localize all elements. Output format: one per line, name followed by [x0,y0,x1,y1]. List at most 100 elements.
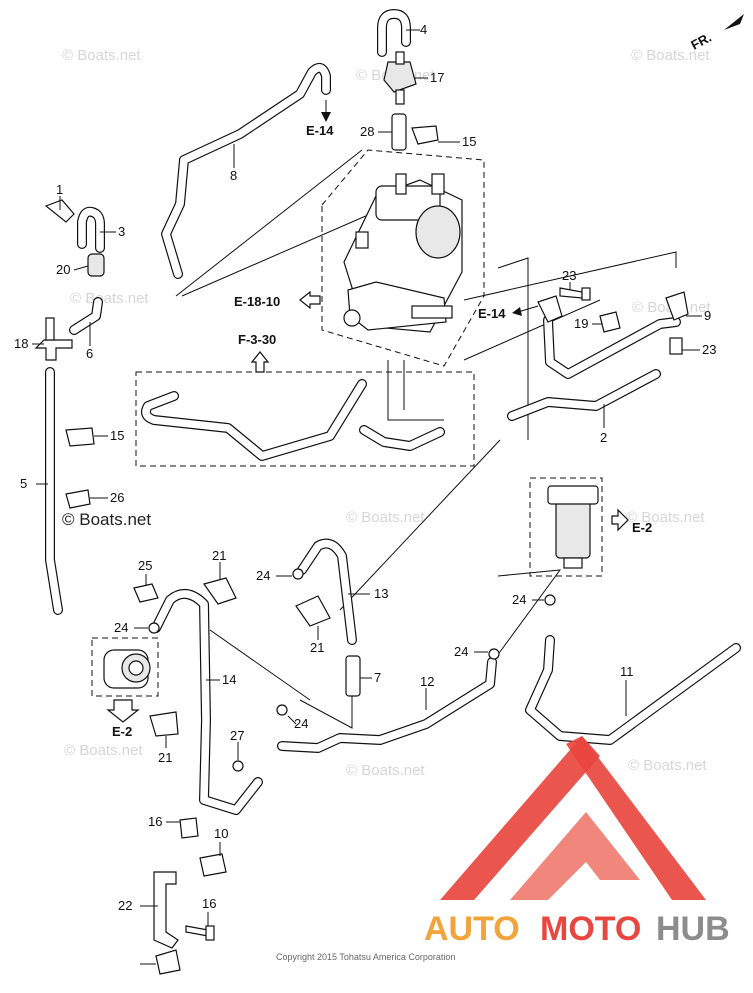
logo-shape-icon [566,736,706,900]
hose-14 [152,590,262,814]
guide-line [463,299,601,361]
hose-11 [526,636,740,744]
ref-label: E-18-10 [234,294,280,309]
fuel-filter-outline [529,477,603,577]
clamp-24 [276,704,288,716]
clamp-24 [544,594,556,606]
joint-18 [34,339,73,361]
hose-5 [46,368,62,614]
callout-21: 21 [212,548,226,563]
clip-15 [411,125,439,145]
guide-line [463,251,677,301]
bolt-23-lower [669,337,683,355]
hose-8 [162,64,330,278]
callout-24: 27 [230,728,244,743]
clip-27 [179,817,199,839]
pipe-28 [391,113,407,151]
fuel-connector-outline [91,637,159,697]
reference-labels: E-14 E-18-10 F-3-30 E-14 E-2 E-2 [112,123,652,739]
callout-24: 24 [512,592,526,607]
clip-16 [155,949,181,975]
hose-2 [508,370,660,420]
callout-24: 24 [454,644,468,659]
inline-filter-17 [383,61,417,93]
callout-2: 2 [600,430,607,445]
watermark: © Boats.net [346,509,425,526]
logo-shape-icon [510,812,640,900]
bolt-22-head [205,925,215,941]
bolt-23 [559,287,583,299]
callout-24: 24 [294,716,308,731]
callout-23: 23 [562,268,576,283]
clip-21 [295,595,331,627]
callout-9: 9 [704,308,711,323]
hoses [45,9,741,815]
watermark: © Boats.net [62,47,141,64]
callout-23: 23 [702,342,716,357]
clamp-24 [292,568,304,580]
clip-16 [199,853,227,877]
callout-11: 11 [620,664,634,679]
clip-19 [599,311,621,333]
guide-line [299,690,353,729]
clamp-24 [488,648,500,660]
inline-filter-nipple [395,51,405,65]
arrow-left-icon [512,307,522,316]
hose-group-f330 [142,380,366,460]
clip-26 [65,489,91,509]
callout-22: 16 [202,896,216,911]
guide-line [493,569,562,661]
clip-25 [133,583,159,603]
clip-21 [203,577,237,605]
ref-label: E-2 [112,724,132,739]
arrow-line [517,305,539,313]
vapor-separator-outline [321,149,485,367]
hose-12 [278,658,496,752]
components [34,51,689,975]
guide-line [497,257,529,440]
hose-3 [78,207,104,252]
assembly-outlines [91,149,677,729]
hollow-arrow-down-icon [106,699,140,723]
watermark-dark: © Boats.net [62,510,151,529]
callout-12: 12 [420,674,434,689]
callout-leaders [32,29,702,965]
callout-10: 22 [118,898,132,913]
vapor-separator-body [343,173,463,333]
callout-4: 4 [420,22,427,37]
hose-group-short [360,426,444,450]
hose-4 [378,10,410,56]
joint-18-stem [45,317,55,341]
callout-19: 19 [574,316,588,331]
callout-27: 16 [148,814,162,829]
callout-13: 13 [374,586,388,601]
hose-6 [70,298,102,334]
guide-line [339,439,501,611]
callout-28: 28 [360,124,374,139]
ref-label: F-3-30 [238,332,276,347]
ref-label: E-2 [632,520,652,535]
watermark: © Boats.net [346,762,425,779]
joint-9-left [537,295,563,323]
callout-numbers: 4 17 28 15 8 1 3 20 18 6 23 19 9 23 2 15… [14,22,716,913]
watermark: © Boats.net [626,509,705,526]
hose-group-outline [135,371,475,467]
callout-15: 15 [462,134,476,149]
hose-9 [544,316,680,378]
callout-26: 26 [110,490,124,505]
pipe-7 [345,655,361,697]
watermark: © Boats.net [70,290,149,307]
callout-18: 18 [14,336,28,351]
bolt-22 [185,925,209,937]
callout-16: 10 [214,826,228,841]
watermark: © Boats.net [64,742,143,759]
hose-13 [298,539,356,644]
callout-24: 24 [256,568,270,583]
callout-1: 1 [56,182,63,197]
bracket-10 [153,871,179,949]
ref-label: E-14 [478,306,506,321]
clip-15 [65,427,95,447]
guide-line [175,149,363,297]
hollow-arrow-up-icon [250,351,270,373]
